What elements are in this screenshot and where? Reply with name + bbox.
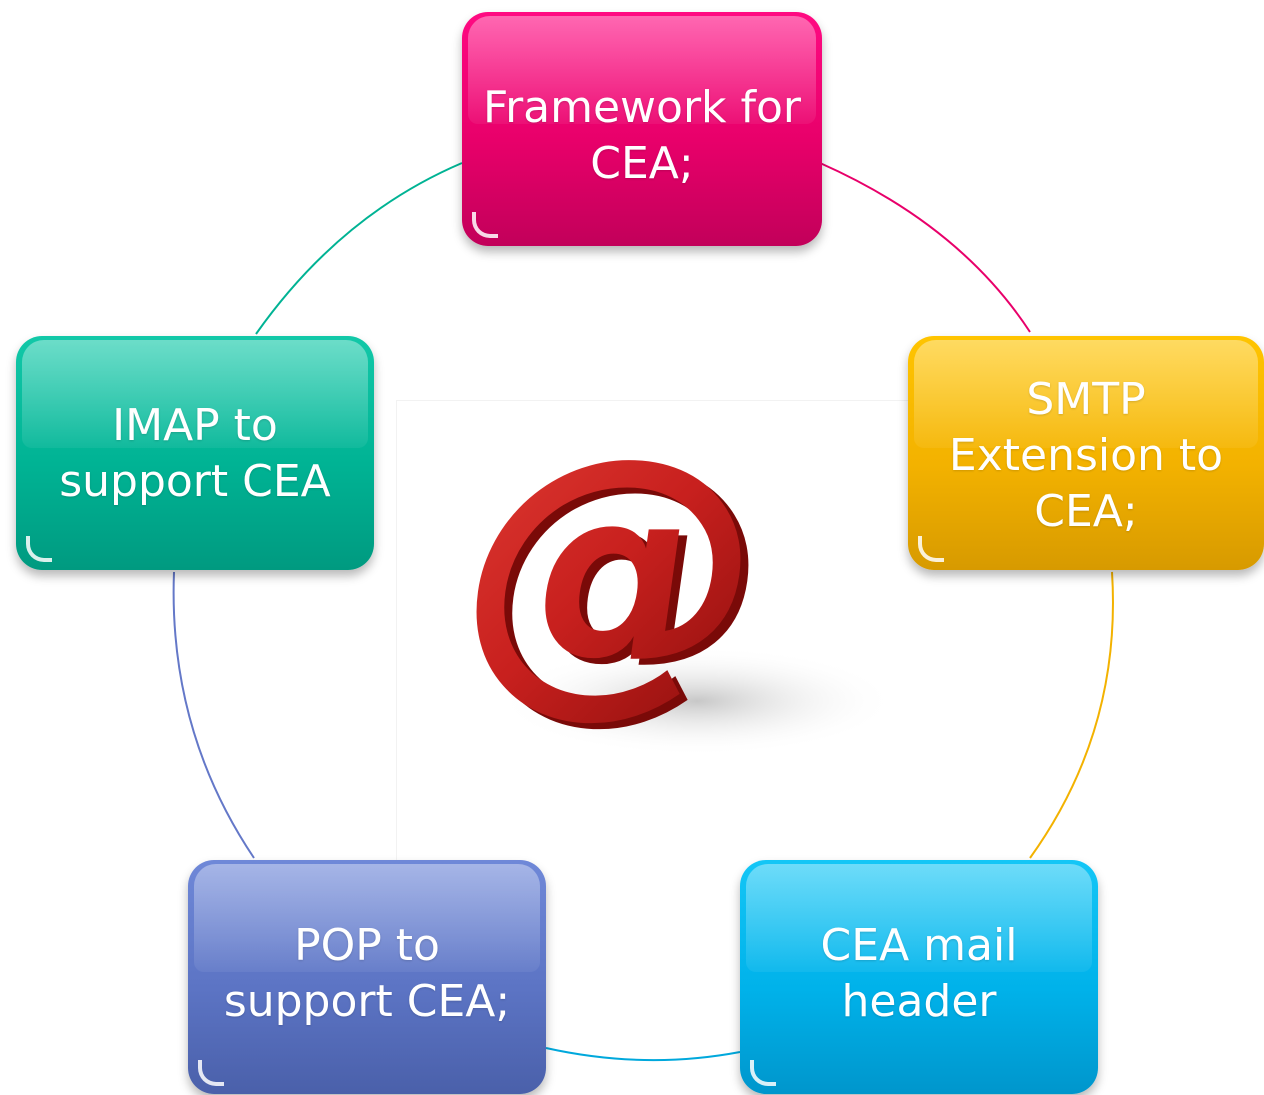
node-smtp-extension: SMTP Extension to CEA; [908,336,1264,570]
at-sign-icon: @ @ [437,401,897,756]
node-imap-support: IMAP to support CEA [16,336,374,570]
node-cea-mail-header: CEA mail header [740,860,1098,1094]
svg-text:@: @ [437,401,786,743]
node-pop-support: POP to support CEA; [188,860,546,1094]
ring-arc-top-right [819,162,1031,333]
ring-arc-bottom [545,1047,741,1062]
ring-arc-bottom-left [172,571,255,859]
node-framework-label: Framework for CEA; [482,82,802,189]
node-framework: Framework for CEA; [462,12,822,246]
node-imap-support-label: IMAP to support CEA [59,400,331,507]
node-smtp-extension-label: SMTP Extension to CEA; [948,374,1224,537]
email-at-sign-image: @ @ [396,400,917,861]
ring-arc-right-bottom [1029,571,1114,859]
node-pop-support-label: POP to support CEA; [223,920,511,1027]
svg-text:@: @ [445,401,794,749]
node-cea-mail-header-label: CEA mail header [820,920,1018,1027]
ring-arc-left-top [255,162,463,335]
